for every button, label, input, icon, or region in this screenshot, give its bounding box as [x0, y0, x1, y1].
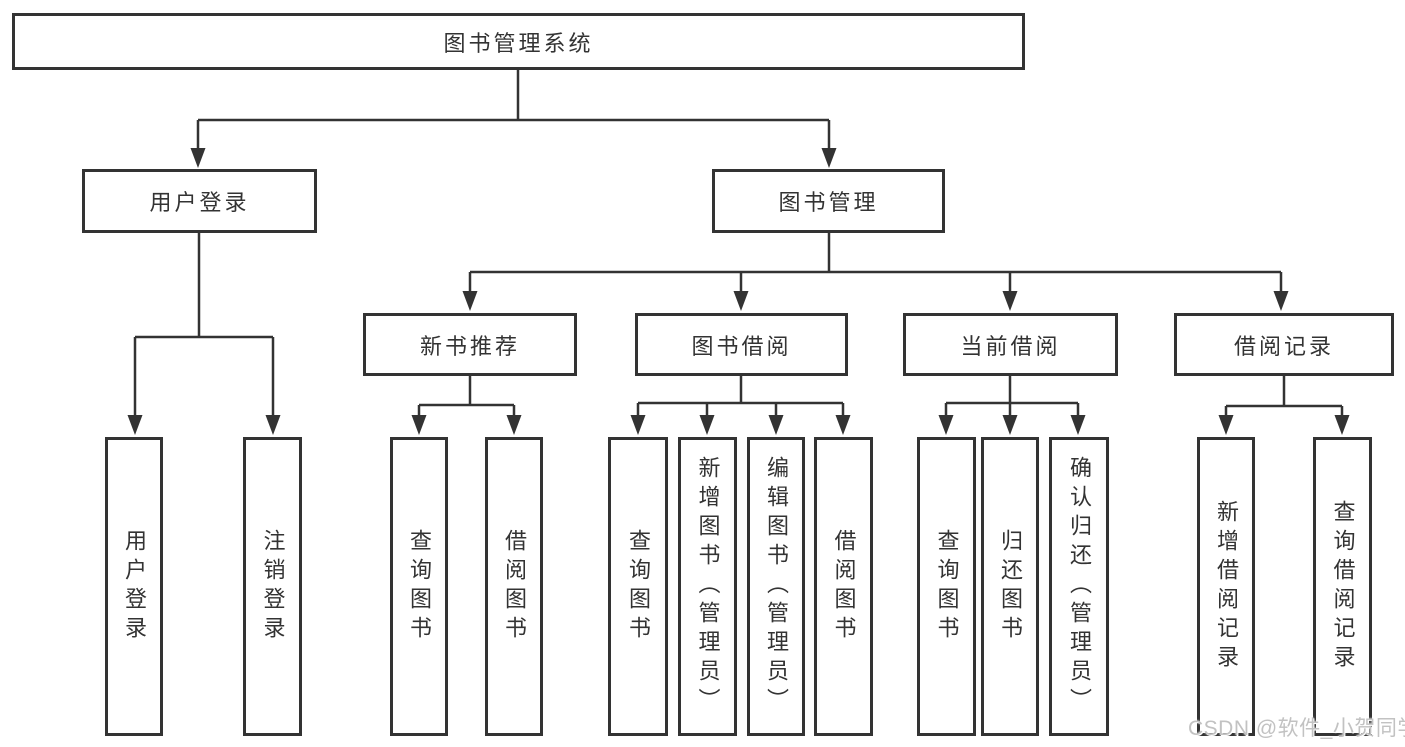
arrowheads — [127, 148, 1350, 435]
leaf-logout: 注销登录 — [243, 437, 302, 736]
leaf-borrow-books: 借阅图书 — [814, 437, 873, 736]
node-book-borrowing: 图书借阅 — [635, 313, 848, 376]
leaf-query-borrow-record: 查询借阅记录 — [1313, 437, 1372, 736]
node-borrowing-records: 借阅记录 — [1174, 313, 1394, 376]
leaf-query-books-borrowing: 查询图书 — [608, 437, 668, 736]
node-book-management-system: 图书管理系统 — [12, 13, 1025, 70]
node-new-book-recommend: 新书推荐 — [363, 313, 577, 376]
leaf-confirm-return-admin: 确认归还（管理员） — [1049, 437, 1109, 736]
leaf-add-books-admin: 新增图书（管理员） — [678, 437, 737, 736]
node-current-borrowing: 当前借阅 — [903, 313, 1118, 376]
leaf-query-books-current: 查询图书 — [917, 437, 976, 736]
leaf-return-books: 归还图书 — [981, 437, 1039, 736]
leaf-add-borrow-record: 新增借阅记录 — [1197, 437, 1255, 736]
leaf-query-books-recommend: 查询图书 — [390, 437, 448, 736]
csdn-watermark: CSDN @软件_小贺同学 — [1188, 717, 1405, 740]
leaf-user-login: 用户登录 — [105, 437, 163, 736]
leaf-borrow-books-recommend: 借阅图书 — [485, 437, 543, 736]
node-book-management: 图书管理 — [712, 169, 945, 233]
leaf-edit-books-admin: 编辑图书（管理员） — [747, 437, 805, 736]
node-user-login: 用户登录 — [82, 169, 317, 233]
